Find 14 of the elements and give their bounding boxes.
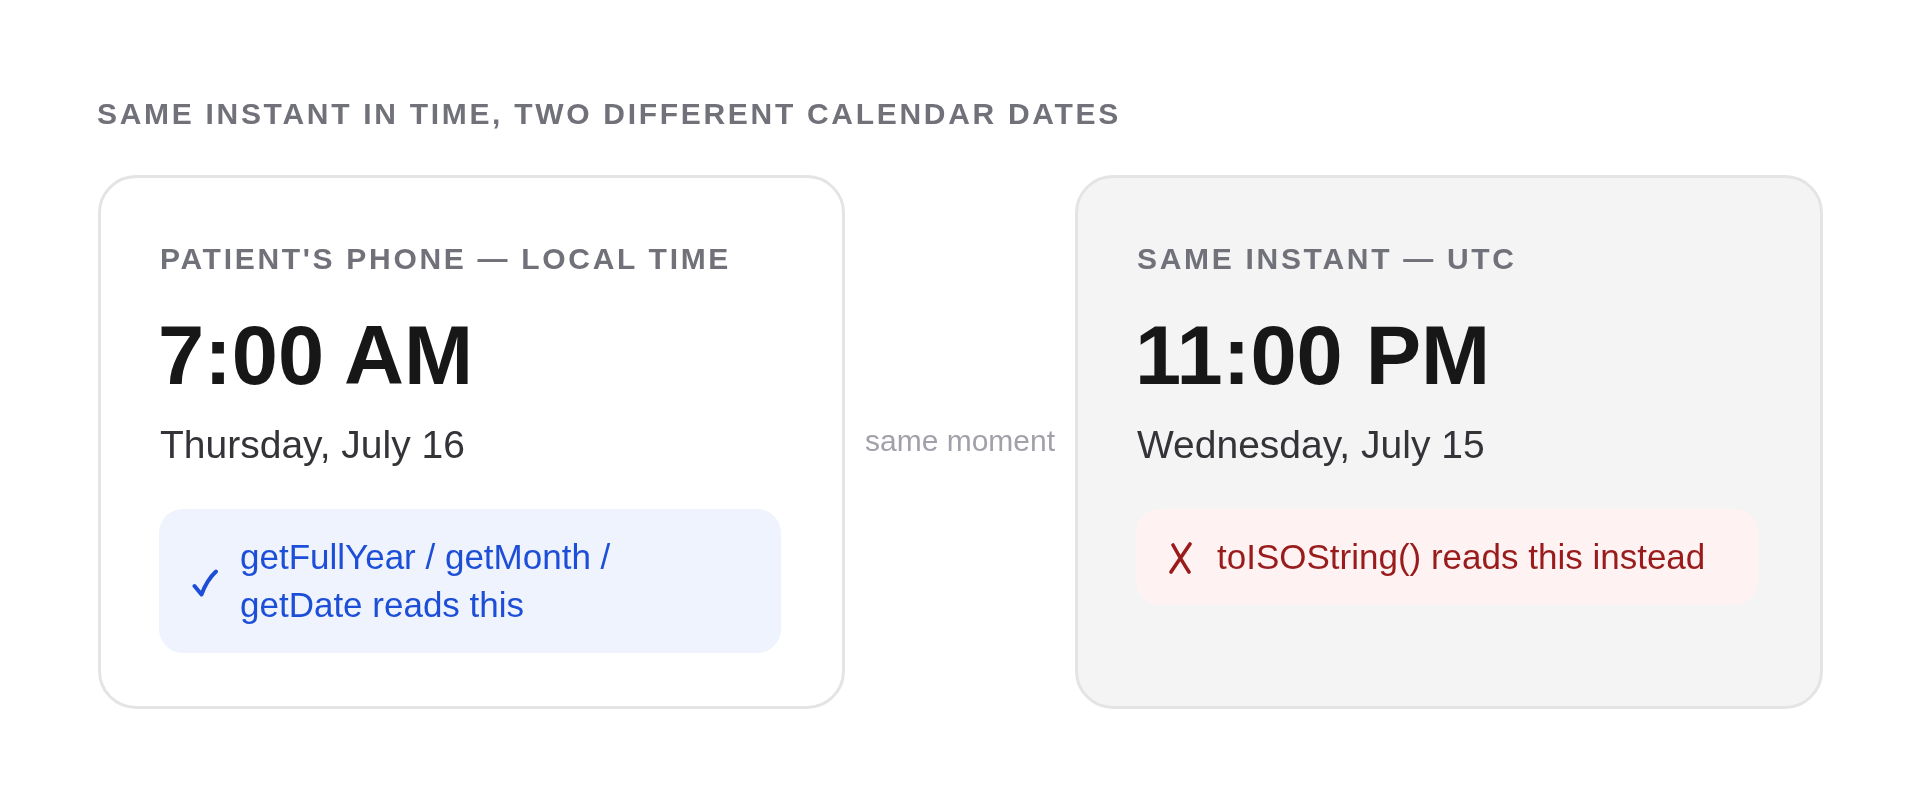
time-card <box>98 175 845 709</box>
relation-label: same moment <box>864 423 1056 459</box>
time-value: 7:00 AM <box>158 314 474 397</box>
date-text: Wednesday, July 15 <box>1137 422 1485 468</box>
callout-box <box>1136 509 1758 605</box>
callout-text: toISOString() reads this instead <box>1217 536 1707 578</box>
card-heading: PATIENT'S PHONE — LOCAL TIME <box>160 241 732 277</box>
time-card <box>1075 175 1823 709</box>
diagram-title: SAME INSTANT IN TIME, TWO DIFFERENT CALENDAR DATES <box>97 96 1121 132</box>
card-heading: SAME INSTANT — UTC <box>1137 241 1517 277</box>
callout-box <box>159 509 781 653</box>
date-text: Thursday, July 16 <box>160 422 465 468</box>
time-value: 11:00 PM <box>1135 314 1491 397</box>
callout-text: getFullYear / getMonth / getDate reads this <box>240 536 612 626</box>
